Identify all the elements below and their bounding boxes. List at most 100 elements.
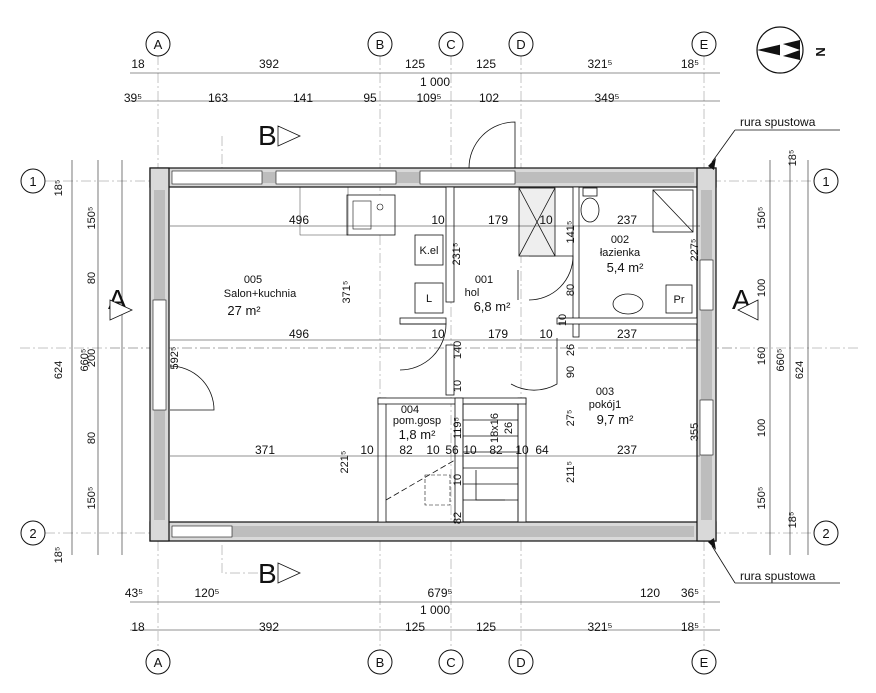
- north-arrow-icon: N: [756, 26, 828, 74]
- room-002-number: 002: [611, 234, 629, 246]
- dim-left-1: 18⁵: [53, 180, 65, 197]
- axis-bubbles-top: A B C D E: [145, 31, 717, 57]
- dim-left-total: 624: [53, 361, 65, 379]
- inner-dim-r2-5: 237: [617, 327, 637, 341]
- dim-bottom-1-a: 43⁵: [125, 586, 143, 600]
- dim-left-2: 150⁵: [86, 207, 98, 230]
- axis-label-b-bottom: B: [376, 655, 385, 670]
- inner-dim-r3-6: 10: [463, 443, 477, 457]
- axis-label-1-right: 1: [822, 174, 829, 189]
- kitchen-fixtures: K.el L: [299, 186, 444, 314]
- room-004-area: 1,8 m²: [399, 427, 437, 442]
- dim-right-4: 160: [756, 347, 768, 365]
- room-004-name: pom.gosp: [393, 415, 441, 427]
- axis-label-a-bottom: A: [154, 655, 163, 670]
- inner-dim-v-5: 227⁵: [689, 239, 701, 262]
- doors: [169, 121, 574, 411]
- dim-chain-right: 18⁵ 150⁵ 100 160 100 150⁵ 18⁵ 660⁵ 624: [756, 150, 809, 555]
- axis-label-e-bottom: E: [700, 655, 709, 670]
- axis-label-e: E: [700, 37, 709, 52]
- room-003-area: 9,7 m²: [597, 412, 635, 427]
- dim-top-1-e: 321⁵: [588, 57, 613, 71]
- inner-dim-r3-10: 237: [617, 443, 637, 457]
- room-003-name: pokój1: [589, 399, 621, 411]
- dim-right-mid: 660⁵: [775, 349, 787, 372]
- room-labels: 005 Salon+kuchnia 27 m² 001 hol 6,8 m² 0…: [224, 234, 644, 442]
- washer-label: Pr: [674, 294, 685, 306]
- stairs-count-label: 26: [503, 422, 515, 434]
- section-b-bottom: B: [258, 558, 277, 589]
- dim-bottom-1-d: 120: [640, 586, 660, 600]
- section-b-top: B: [258, 120, 277, 151]
- inner-dim-r3-1: 371: [255, 443, 275, 457]
- inner-dim-r3-2: 10: [360, 443, 374, 457]
- bathroom-fixtures: Pr: [518, 187, 694, 315]
- inner-dim-r1-2: 10: [431, 213, 445, 227]
- room-005-area: 27 m²: [227, 303, 261, 318]
- walls: [149, 167, 717, 542]
- dim-chain-bottom: 43⁵ 120⁵ 679⁵ 120 36⁵ 1 000 18 392 125 1…: [125, 586, 720, 634]
- fridge-label: K.el: [420, 245, 439, 257]
- room-001-area: 6,8 m²: [474, 299, 512, 314]
- dim-left-5: 80: [86, 432, 98, 444]
- inner-dim-v-12: 10: [452, 380, 464, 392]
- inner-dim-v-14: 221⁵: [339, 451, 351, 474]
- inner-dim-r1-1: 496: [289, 213, 309, 227]
- inner-dim-v-18: 82: [452, 512, 464, 524]
- dim-top-2-e: 109⁵: [417, 91, 442, 105]
- inner-dim-r1-5: 237: [617, 213, 637, 227]
- axis-label-2-left: 2: [29, 526, 36, 541]
- inner-dim-v-8: 26: [565, 344, 577, 356]
- dim-bottom-1-c: 679⁵: [428, 586, 453, 600]
- dim-chain-left: 624 660⁵ 18⁵ 150⁵ 80 200 80 150⁵ 18⁵: [53, 160, 123, 564]
- room-001-name: hol: [465, 287, 480, 299]
- downpipe-note-bottom: rura spustowa: [740, 569, 816, 583]
- inner-dim-v-13: 119⁵: [452, 417, 464, 439]
- cooker-label: L: [426, 293, 432, 305]
- inner-dim-v-6: 80: [565, 284, 577, 296]
- dim-top-1-b: 392: [259, 57, 279, 71]
- section-markers: A A B B: [108, 120, 759, 589]
- fridge-icon: [414, 234, 444, 266]
- dim-right-3: 100: [756, 279, 768, 297]
- cooker-icon: [414, 282, 444, 314]
- dim-right-1: 18⁵: [787, 150, 799, 167]
- inner-dim-v-9: 90: [565, 366, 577, 378]
- dim-left-3: 80: [86, 272, 98, 284]
- inner-dim-r3-8: 10: [515, 443, 529, 457]
- dim-top-1-c: 125: [405, 57, 425, 71]
- inner-dim-v-3: 592⁵: [169, 347, 181, 370]
- inner-dim-v-15: 211⁵: [565, 461, 577, 483]
- dim-top-2-g: 349⁵: [595, 91, 620, 105]
- axis-bubbles-bottom: A B C D E: [145, 649, 717, 675]
- dim-top-total: 1 000: [420, 75, 450, 89]
- dim-bottom-1-b: 120⁵: [195, 586, 220, 600]
- inner-dim-r3-5: 56: [445, 443, 459, 457]
- inner-dim-v-1: 231⁵: [451, 243, 463, 266]
- inner-dim-v-17: 10: [452, 474, 464, 486]
- dim-right-5: 100: [756, 419, 768, 437]
- dim-left-7: 18⁵: [53, 547, 65, 564]
- room-003-number: 003: [596, 386, 614, 398]
- dim-left-4: 200: [86, 349, 98, 367]
- inner-dim-r1-3: 179: [488, 213, 508, 227]
- dim-top-2-f: 102: [479, 91, 499, 105]
- inner-dim-r2-3: 179: [488, 327, 508, 341]
- dim-top-2-a: 39⁵: [124, 91, 142, 105]
- stairs-size-label: 18x16: [489, 413, 501, 443]
- inner-dimensions: 496 10 179 10 237 496 10 179 10 237 371 …: [169, 213, 701, 524]
- toilet-icon: [580, 197, 600, 223]
- axis-label-c-bottom: C: [446, 655, 455, 670]
- axis-label-2-right: 2: [822, 526, 829, 541]
- dim-bottom-2-f: 18⁵: [681, 620, 699, 634]
- inner-dim-v-11: 140: [452, 341, 464, 359]
- dim-top-2-c: 141: [293, 91, 313, 105]
- axis-bubbles-side: 1 2 1 2: [20, 168, 839, 546]
- axis-label-1-left: 1: [29, 174, 36, 189]
- washbasin-icon: [612, 293, 644, 315]
- dim-bottom-2-e: 321⁵: [588, 620, 613, 634]
- dim-top-2-b: 163: [208, 91, 228, 105]
- inner-dim-v-4: 141⁵: [565, 221, 577, 244]
- north-label: N: [813, 47, 828, 56]
